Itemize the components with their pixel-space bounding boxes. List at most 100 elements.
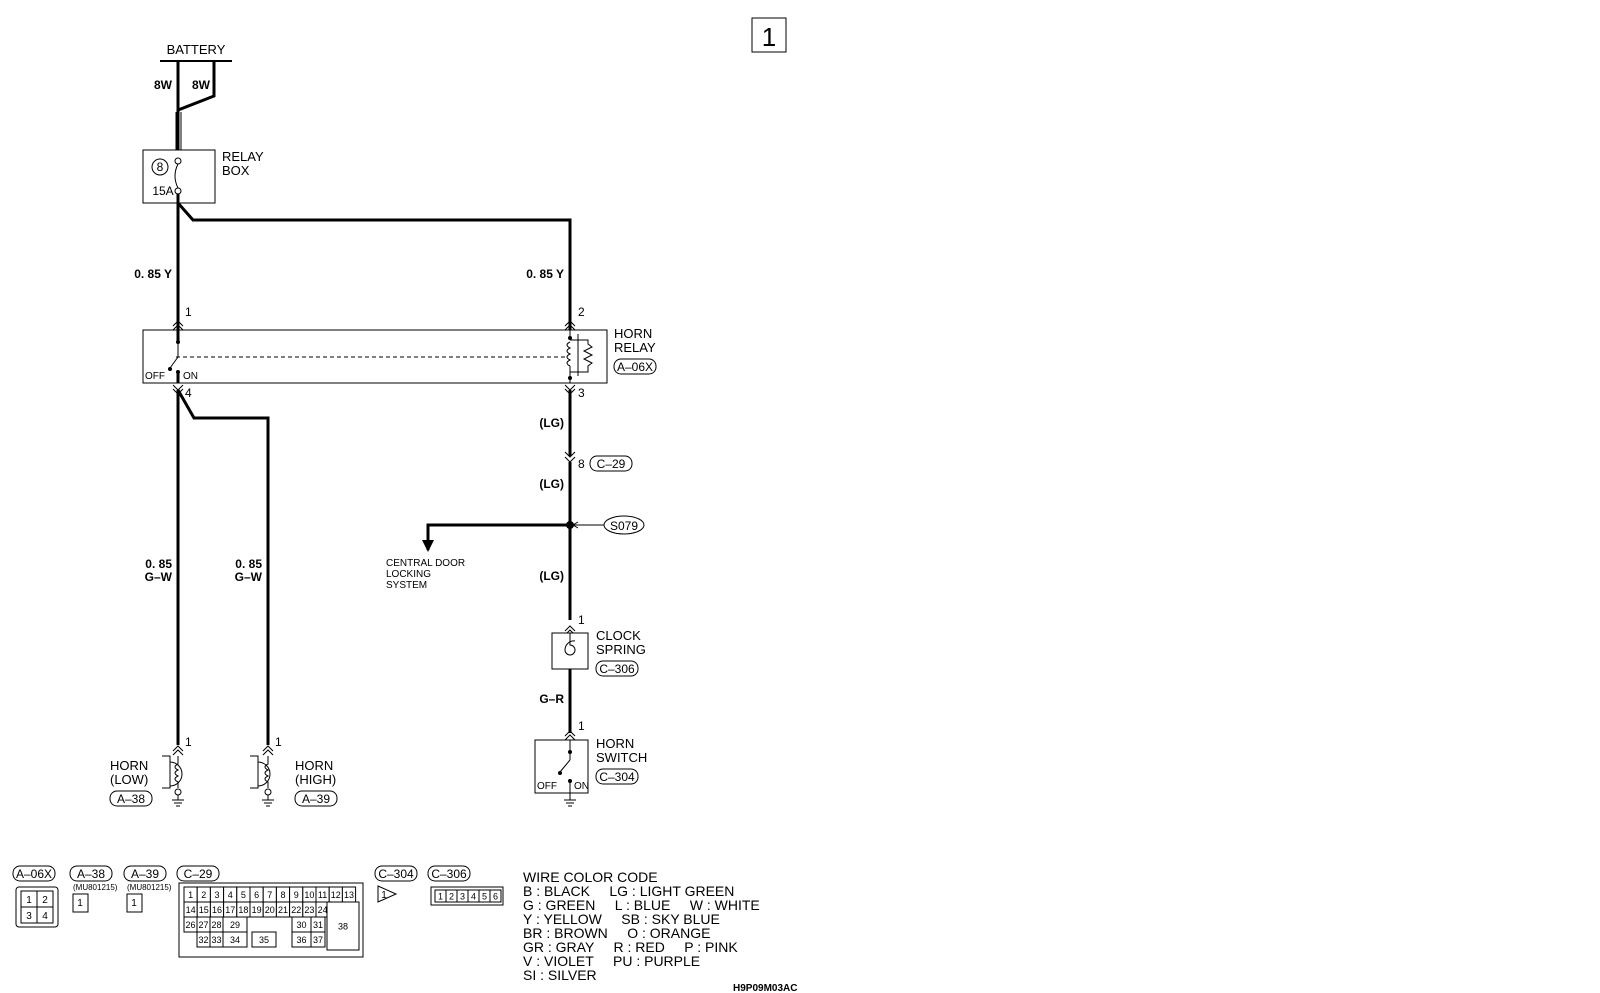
clock-spring-label-1: CLOCK <box>596 628 641 643</box>
pin-number: 15 <box>199 905 209 915</box>
pin-number: 34 <box>230 935 240 945</box>
pin-number: 37 <box>313 935 323 945</box>
connector-view-a39: A–39 (MU801215) 1 <box>123 865 172 913</box>
pin-number: 19 <box>252 905 262 915</box>
a39-pin: 1 <box>131 898 137 909</box>
horn-relay-label-1: HORN <box>614 326 652 341</box>
battery-wire-right: 8W <box>192 78 211 92</box>
connector-chevron-icon <box>564 320 576 331</box>
horn-relay-pin2: 2 <box>578 305 585 319</box>
pin-cell <box>489 889 502 903</box>
pin-number: 2 <box>449 892 454 902</box>
c304-name: C–304 <box>378 867 414 881</box>
ground-icon <box>564 799 576 807</box>
horn-relay-pin3: 3 <box>578 386 585 400</box>
pin-number: 6 <box>493 892 498 902</box>
wire-color-code-title: WIRE COLOR CODE <box>523 869 658 885</box>
horn-high-label-2: (HIGH) <box>295 772 336 787</box>
fuse-rating: 15A <box>152 184 173 198</box>
horn-relay-off: OFF <box>145 371 165 382</box>
pin-number: 17 <box>225 905 235 915</box>
pin-number: 18 <box>238 905 248 915</box>
relay-coil-icon <box>566 341 572 367</box>
wire-color-code-line: Y : YELLOW SB : SKY BLUE <box>523 911 720 927</box>
wire-color-code: WIRE COLOR CODE B : BLACK LG : LIGHT GRE… <box>523 869 760 983</box>
battery-wire-left: 8W <box>154 78 173 92</box>
pin-number: 35 <box>259 935 269 945</box>
pin-number: 30 <box>296 920 306 930</box>
pin-number: 36 <box>296 935 306 945</box>
ground-icon <box>262 799 274 807</box>
diagram-code: H9P09M03AC <box>733 983 797 993</box>
pin-number: 1 <box>188 890 193 900</box>
pin-number: 9 <box>294 890 299 900</box>
pin-number: 24 <box>318 905 328 915</box>
connector-view-c304: C–304 1 <box>374 865 418 903</box>
horn-relay-pin4: 4 <box>185 386 192 400</box>
c29-connector: C–29 <box>597 457 626 471</box>
horn-high-wire-size: 0. 85 <box>235 557 262 571</box>
wire-color-code-line: SI : SILVER <box>523 967 597 983</box>
pin-number: 14 <box>186 905 196 915</box>
c306-name: C–306 <box>431 867 467 881</box>
connector-chevron-icon <box>172 320 184 331</box>
horn-switch-off: OFF <box>537 781 557 792</box>
central-door-line2: LOCKING <box>386 569 431 580</box>
horn-low-label-1: HORN <box>110 758 148 773</box>
pin-number: 5 <box>241 890 246 900</box>
horn-switch-label-2: SWITCH <box>596 750 647 765</box>
horn-switch-label-1: HORN <box>596 736 634 751</box>
fuse-icon <box>174 163 179 189</box>
wire-label-pin2: 0. 85 Y <box>526 267 564 281</box>
splice-label: S079 <box>610 519 638 533</box>
pin-number: 29 <box>230 920 240 930</box>
pin-number: 28 <box>211 920 221 930</box>
ground-icon <box>172 799 184 807</box>
clock-spring-pin: 1 <box>578 613 585 627</box>
wire-label-c29: (LG) <box>539 477 564 491</box>
pin-number: 32 <box>198 935 208 945</box>
horn-high-wire-color: G–W <box>235 570 263 584</box>
pin-number: 22 <box>291 905 301 915</box>
a06x-name: A–06X <box>16 867 52 881</box>
fuse-number: 8 <box>157 160 164 174</box>
pin-number: 4 <box>228 890 233 900</box>
pin-number: 11 <box>318 890 327 900</box>
wire-label-pin1: 0. 85 Y <box>134 267 172 281</box>
connector-chevron-icon <box>564 730 576 741</box>
pin-number: 26 <box>185 920 195 930</box>
a06x-pin: 1 <box>26 895 32 906</box>
horn-switch-on: ON <box>574 781 589 792</box>
horn-icon <box>162 755 183 789</box>
pin-number: 1 <box>438 892 443 902</box>
horn-switch-connector: C–304 <box>599 770 635 784</box>
horn-high-pin: 1 <box>275 735 282 749</box>
c29-name: C–29 <box>184 867 213 881</box>
pin-number: 13 <box>344 890 354 900</box>
horn-relay-connector: A–06X <box>617 360 653 374</box>
pin-number: 12 <box>331 890 341 900</box>
pin-cell <box>310 931 326 948</box>
arrow-down-icon <box>422 540 434 552</box>
resistor-icon <box>570 339 594 373</box>
pin-number: 20 <box>265 905 275 915</box>
connector-view-a06x: A–06X 1 2 3 4 <box>12 865 59 928</box>
battery: BATTERY 8W 8W <box>154 42 232 113</box>
horn-relay-label-2: RELAY <box>614 340 656 355</box>
wire-color-code-line: BR : BROWN O : ORANGE <box>523 925 710 941</box>
a38-name: A–38 <box>77 867 105 881</box>
wire-label-s079: (LG) <box>539 569 564 583</box>
pin-number: 4 <box>471 892 476 902</box>
pin-cell <box>326 901 360 951</box>
a06x-pin: 4 <box>42 911 48 922</box>
pin-number: 8 <box>280 890 285 900</box>
relay-box-label-2: BOX <box>222 163 250 178</box>
wire-color-code-line: V : VIOLET PU : PURPLE <box>523 953 700 969</box>
horn-relay: 1 2 OFF ON HORN RELAY A–06X 4 3 <box>142 305 657 400</box>
horn-switch: 1 OFF ON HORN SWITCH C–304 <box>534 719 647 807</box>
pin-number: 23 <box>304 905 314 915</box>
horn-high: 1 HORN (HIGH) A–39 <box>250 735 338 807</box>
horn-low-wire-color: G–W <box>145 570 173 584</box>
